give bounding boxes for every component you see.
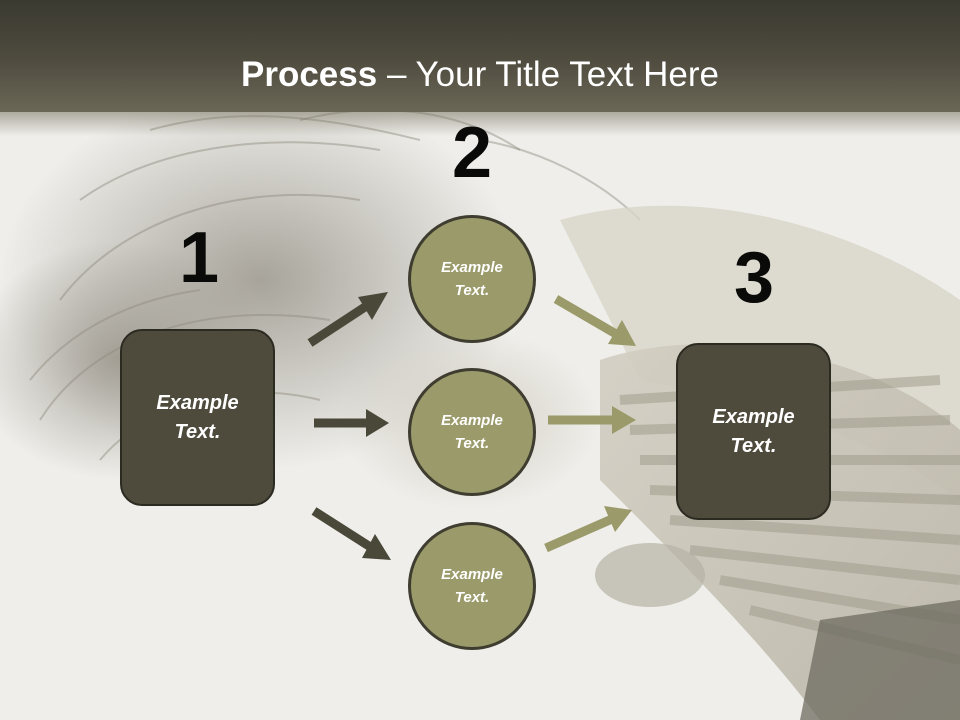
step-2-circle-bottom[interactable]: Example Text. xyxy=(408,522,536,650)
title-rest-part: – Your Title Text Here xyxy=(377,55,719,94)
title-bold-part: Process xyxy=(241,55,378,94)
step-number-1: 1 xyxy=(178,218,220,298)
arrow-middle-to-3 xyxy=(548,406,636,434)
arrow-1-to-top xyxy=(307,292,388,347)
title-bar-fade xyxy=(0,112,960,136)
step-1-box-label: Example Text. xyxy=(156,391,239,443)
slide-title: Process – Your Title Text Here xyxy=(0,54,960,96)
step-3-box[interactable]: Example Text. xyxy=(676,343,831,520)
step-3-box-label: Example Text. xyxy=(712,405,795,457)
step-2-circle-top[interactable]: Example Text. xyxy=(408,215,536,343)
step-1-box[interactable]: Example Text. xyxy=(120,329,275,506)
arrow-bottom-to-3 xyxy=(544,506,632,553)
step-2-circle-top-label: Example Text. xyxy=(441,259,503,299)
step-2-circle-middle-label: Example Text. xyxy=(441,412,503,452)
step-2-circle-middle[interactable]: Example Text. xyxy=(408,368,536,496)
step-number-3: 3 xyxy=(733,238,775,318)
arrow-1-to-bottom xyxy=(311,507,391,560)
title-bar xyxy=(0,0,960,112)
step-2-circle-bottom-label: Example Text. xyxy=(441,566,503,606)
arrow-top-to-3 xyxy=(553,295,636,346)
arrow-1-to-middle xyxy=(314,409,389,437)
step-number-2: 2 xyxy=(451,113,493,193)
